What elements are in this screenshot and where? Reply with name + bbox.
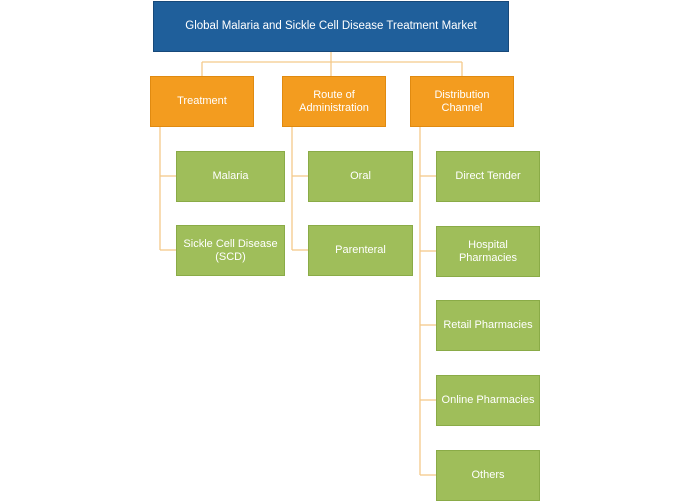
leaf-direct-tender: Direct Tender bbox=[436, 151, 540, 202]
leaf-malaria: Malaria bbox=[176, 151, 285, 202]
category-distribution-channel: Distribution Channel bbox=[410, 76, 514, 127]
category-treatment: Treatment bbox=[150, 76, 254, 127]
leaf-parenteral: Parenteral bbox=[308, 225, 413, 276]
leaf-retail-pharmacies: Retail Pharmacies bbox=[436, 300, 540, 351]
root-node: Global Malaria and Sickle Cell Disease T… bbox=[153, 1, 509, 52]
leaf-sickle-cell-disease: Sickle Cell Disease (SCD) bbox=[176, 225, 285, 276]
leaf-others: Others bbox=[436, 450, 540, 501]
leaf-online-pharmacies: Online Pharmacies bbox=[436, 375, 540, 426]
leaf-hospital-pharmacies: Hospital Pharmacies bbox=[436, 226, 540, 277]
leaf-oral: Oral bbox=[308, 151, 413, 202]
category-route-of-administration: Route of Administration bbox=[282, 76, 386, 127]
